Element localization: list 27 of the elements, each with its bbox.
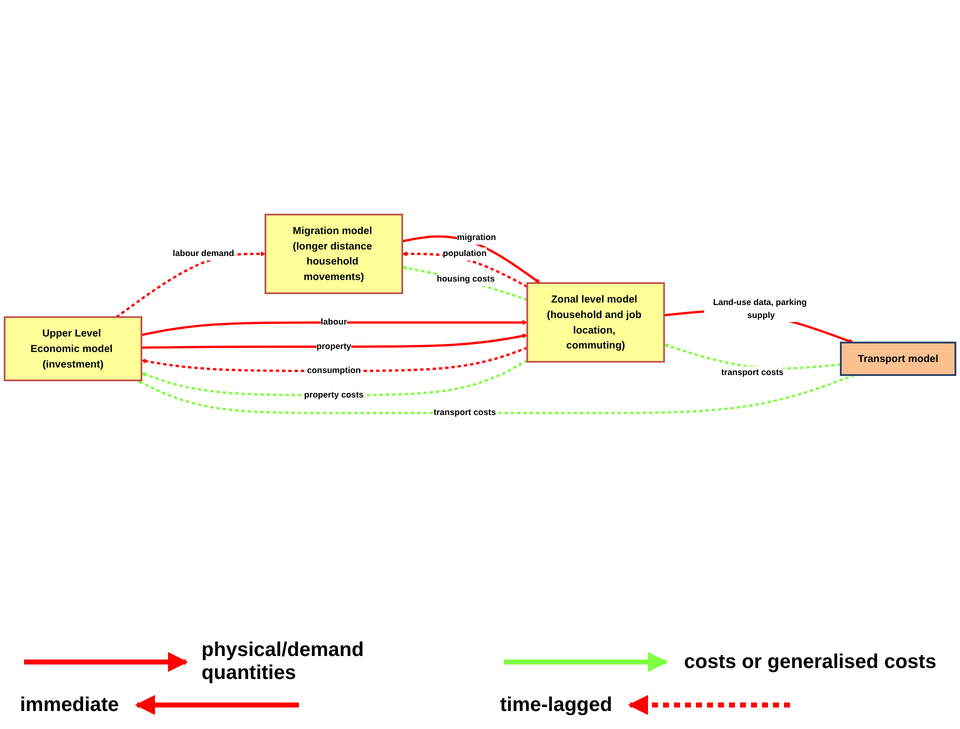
edge-label: Land-use data, parking supply	[713, 296, 807, 320]
arrow	[116, 250, 266, 318]
edge-label: population	[442, 248, 487, 258]
edge-label: property	[316, 340, 352, 351]
edge-label: labour	[320, 316, 347, 326]
edge-label: transport costs	[434, 407, 496, 417]
edge-label: housing costs	[436, 274, 495, 284]
legend-label: costs or generalised costs	[684, 650, 936, 674]
legend-label: immediate	[20, 694, 119, 716]
edge-label: transport costs	[721, 367, 784, 377]
node-box: Migration model (longer distance household movements)	[264, 213, 404, 294]
arrow	[137, 374, 855, 414]
node-box: Upper Level Economic model (investment)	[4, 316, 142, 381]
edge-label: labour demand	[172, 248, 234, 258]
legend-label: time-lagged	[500, 694, 612, 716]
legend-label: physical/demand quantities	[202, 639, 365, 685]
node-box: Transport model	[840, 341, 956, 376]
arrow	[664, 343, 841, 370]
edge-label: migration	[457, 232, 496, 242]
arrow	[141, 333, 528, 348]
arrow	[402, 265, 528, 300]
arrow	[141, 358, 528, 396]
edge-label: property costs	[304, 389, 364, 400]
edge-label: consumption	[307, 365, 361, 375]
arrow	[402, 234, 540, 283]
arrow	[141, 319, 528, 336]
node-box: Zonal level model (household and job location, commuting)	[526, 282, 665, 362]
